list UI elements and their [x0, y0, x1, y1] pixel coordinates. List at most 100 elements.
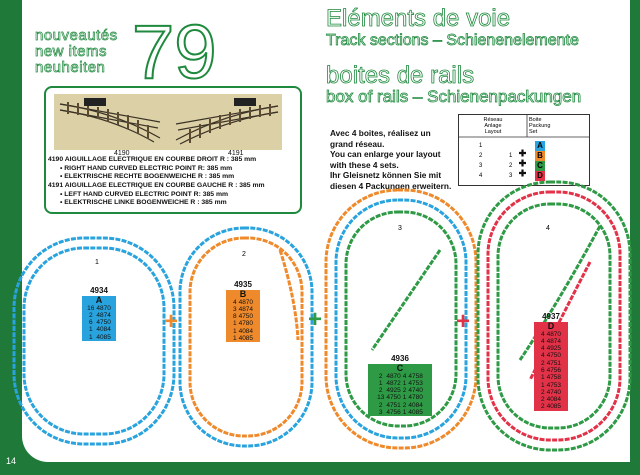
qty: 2: [88, 311, 93, 319]
qty: 6: [88, 319, 93, 327]
page-number: 14: [6, 456, 17, 466]
layout-3-track: [324, 188, 478, 450]
table-row-layout-1: 1: [479, 143, 483, 149]
part: 4751: [546, 359, 562, 367]
part: 4750: [96, 319, 111, 327]
points-product-box: 4190 4191 4190 AIGUILLAGE ELECTRIQUE EN …: [44, 86, 302, 214]
heading-box-of-rails: box of rails – Schienenpackungen: [326, 87, 582, 106]
new-items-label: new items: [35, 43, 108, 60]
qty: 1: [402, 379, 407, 387]
table-row-layout-3: 3: [479, 163, 483, 169]
legend-letter-a: A: [535, 141, 545, 151]
qty: 1: [88, 326, 93, 334]
qty: 1: [540, 374, 545, 382]
qty: 2: [378, 387, 383, 395]
part: 4084: [96, 326, 111, 334]
intro-line: You can enlarge your layout: [330, 149, 441, 159]
part: 4758: [546, 374, 562, 382]
qty: 2: [378, 401, 383, 409]
points-photo: 4190 4191: [54, 94, 282, 157]
part: 4740: [408, 387, 423, 395]
intro-line: diesen 4 Packungen erweitern.: [330, 180, 452, 191]
legend-letter-b: B: [535, 151, 545, 161]
pack-letter: C: [396, 363, 404, 373]
pack-letter: A: [95, 295, 103, 305]
description-4191-fr: 4191 AIGUILLAGE ELECTRIQUE EN COURBE GAU…: [48, 182, 265, 189]
part: 4874: [96, 311, 111, 319]
new-items-number: 79: [131, 10, 218, 95]
layout-4-track: [476, 180, 632, 452]
pack-code: 4934: [90, 286, 108, 295]
heading-elements: Eléments de voie: [326, 5, 511, 32]
part: 4874: [546, 337, 562, 345]
part: 4870: [96, 304, 111, 312]
part: 4780: [408, 394, 423, 402]
part: 4874: [238, 305, 254, 313]
intro-line: with these 4 sets.: [330, 159, 399, 170]
layout-number-1: 1: [95, 259, 99, 266]
photo-label-4191: 4191: [228, 150, 244, 157]
description-4190-en: • RIGHT HAND CURVED ELECTRIC POINT R: 38…: [60, 165, 233, 172]
qty: 4: [540, 352, 545, 360]
table-header-layout: Réseau Anlage Layout: [463, 117, 523, 135]
qty: 4: [540, 345, 545, 353]
plus-sign-2: +: [308, 306, 323, 333]
curved-points-illustration: [59, 98, 279, 145]
qty: 1: [378, 379, 383, 387]
qty: 13: [377, 394, 385, 402]
part: 4750: [546, 352, 562, 360]
qty: 3: [232, 305, 237, 313]
qty: 2: [540, 403, 545, 411]
nouveautes-label: nouveautés: [35, 27, 118, 44]
header-text: Set: [529, 129, 538, 135]
qty: 1: [402, 408, 407, 416]
layout-set-table: Réseau Anlage Layout Boite Packung Set 1…: [458, 114, 590, 186]
description-4191-en: • LEFT HAND CURVED ELECTRIC POINT R: 385…: [60, 191, 229, 198]
part: 4925: [546, 345, 562, 353]
part: 4753: [408, 379, 423, 387]
table-subrow-3: 3: [509, 173, 513, 179]
qty: 3: [378, 408, 383, 416]
table-plus-signs: [519, 149, 526, 177]
pack-letter: D: [547, 321, 555, 331]
part: 4085: [96, 333, 111, 341]
table-grid: [459, 115, 589, 138]
table-header-set: Boite Packung Set: [529, 117, 565, 135]
qty: 6: [540, 366, 545, 374]
intro-text: Avec 4 boites, réalisez un grand réseau.…: [330, 128, 498, 191]
part: 4925: [386, 387, 401, 395]
qty: 4: [540, 337, 545, 345]
qty: 8: [232, 313, 237, 321]
part: 4085: [408, 408, 423, 416]
qty: 1: [540, 381, 545, 389]
qty: 4: [402, 372, 407, 380]
qty: 16: [87, 304, 95, 312]
part: 4740: [546, 388, 562, 396]
new-items-block: nouveautés new items neuheiten: [35, 27, 118, 76]
pack-code: 4937: [542, 312, 560, 321]
photo-label-4190: 4190: [114, 150, 130, 157]
layout-number-2: 2: [242, 251, 246, 258]
